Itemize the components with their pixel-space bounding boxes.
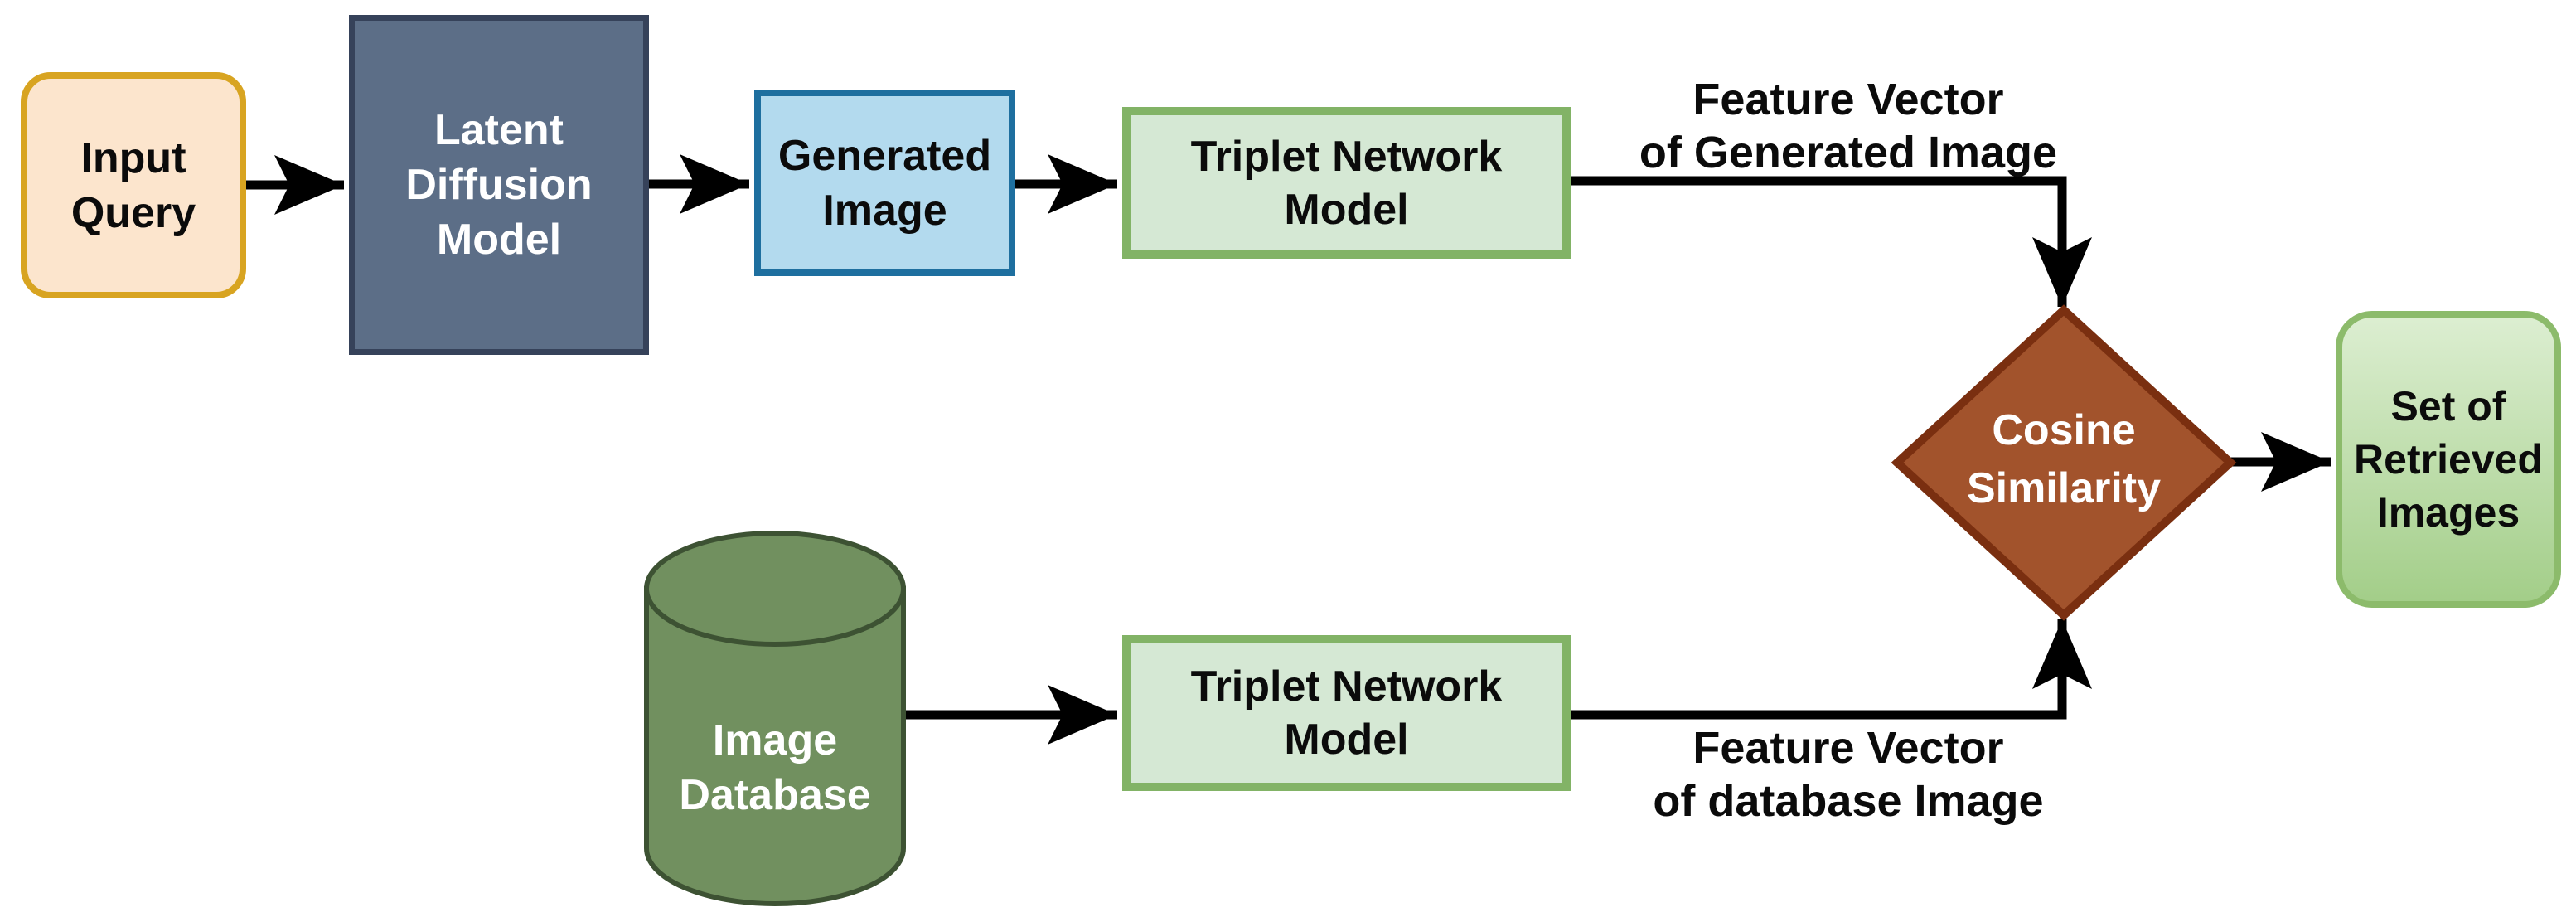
generated-image-label: Generated Image bbox=[777, 131, 992, 235]
image-database-cylinder bbox=[644, 586, 906, 906]
generated-image-node: Generated Image bbox=[754, 90, 1015, 276]
set-of-retrieved-images-label: Set of Retrieved Images bbox=[2354, 383, 2543, 536]
cosine-similarity-label: Cosine Similarity bbox=[1966, 406, 2162, 512]
connector-database-feature-vector bbox=[1571, 619, 2092, 720]
latent-diffusion-model-label: Latent Diffusion Model bbox=[405, 106, 593, 264]
cylinder-top-ellipse bbox=[644, 531, 906, 647]
triplet-network-model-top-node: Triplet Network Model bbox=[1122, 107, 1571, 259]
cosine-similarity-diamond bbox=[1891, 304, 2237, 621]
feature-vector-generated-label: Feature Vector of Generated Image bbox=[1639, 75, 2058, 177]
triplet-network-model-top-label: Triplet Network Model bbox=[1190, 132, 1503, 234]
input-query-node: Input Query bbox=[21, 72, 246, 298]
image-database-label: Image Database bbox=[679, 716, 871, 819]
triplet-network-model-bottom-node: Triplet Network Model bbox=[1122, 635, 1571, 791]
feature-vector-database-label: Feature Vector of database Image bbox=[1653, 723, 2044, 826]
input-query-label: Input Query bbox=[70, 133, 196, 237]
triplet-network-model-bottom-label: Triplet Network Model bbox=[1190, 662, 1503, 764]
latent-diffusion-model-node: Latent Diffusion Model bbox=[349, 15, 649, 355]
set-of-retrieved-images-node: Set of Retrieved Images bbox=[2336, 311, 2561, 608]
connector-generated-feature-vector bbox=[1571, 176, 2092, 307]
